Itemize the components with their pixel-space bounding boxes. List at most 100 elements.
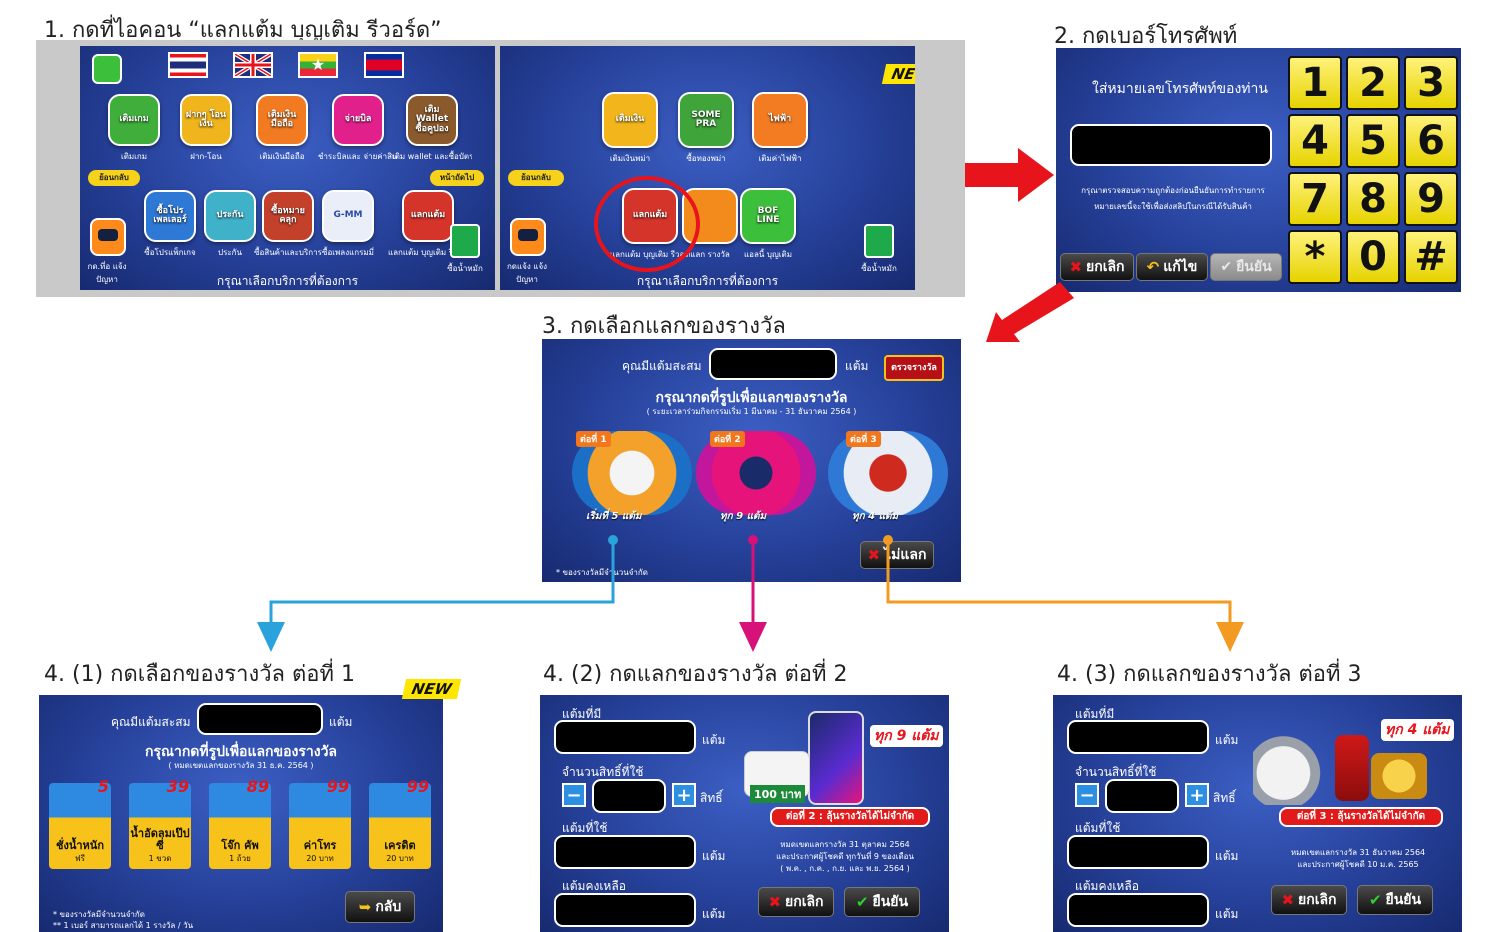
confirm-button[interactable]: ✔ยืนยัน: [1210, 253, 1282, 281]
phone-number-display[interactable]: [1070, 124, 1272, 166]
menu-tile[interactable]: ซื้อหมาย คลุก: [262, 190, 314, 242]
menu-tile[interactable]: เติมเงิน: [602, 92, 658, 148]
confirm-button[interactable]: ✔ยืนยัน: [844, 887, 920, 917]
menu-tile[interactable]: ประกัน: [204, 190, 256, 242]
menu-tile[interactable]: ซื้อโปร เพลเลอร์: [144, 190, 196, 242]
redeem-set-2-screen: แต้มที่มี แต้ม จำนวนสิทธิ์ที่ใช้ − + สิท…: [540, 695, 949, 932]
minus-button[interactable]: −: [562, 783, 586, 807]
x-icon: ✖: [1281, 891, 1295, 909]
bag-caption: ซื้อน้ำหมัก: [861, 264, 897, 273]
use-points-field: [554, 835, 696, 869]
reward-name: ชั่งน้ำหนัก: [56, 838, 104, 852]
keypad-key-7[interactable]: 7: [1288, 172, 1342, 226]
cancel-button[interactable]: ✖ยกเลิก: [1271, 885, 1347, 915]
menu-tile-caption: ซื้อทองพม่า: [686, 154, 726, 163]
points-label: คุณมีแต้มสะสม: [111, 715, 191, 729]
reward-points: 89: [246, 777, 269, 796]
check-icon: ✔: [855, 893, 869, 911]
menu-tile[interactable]: BOF LINE: [740, 188, 796, 244]
menu-tile-caption: ซื้อสินค้าและบริการ: [254, 248, 322, 257]
menu-tile[interactable]: เติมเกม: [108, 94, 160, 146]
keypad-key-3[interactable]: 3: [1404, 56, 1458, 110]
cancel-button[interactable]: ✖ยกเลิก: [758, 887, 834, 917]
menu-tile[interactable]: เติมเงิน มือถือ: [256, 94, 308, 146]
prize-caption-1: เริ่มที่ 5 แต้ม: [586, 511, 642, 522]
menu-tile[interactable]: SOME PRA: [678, 92, 734, 148]
uk-flag-icon[interactable]: [233, 52, 273, 78]
menu-tile[interactable]: เติม Wallet ซื้อคูปอง: [406, 94, 458, 146]
decline-button[interactable]: ✖ไม่แลก: [860, 541, 934, 569]
next-page-pill[interactable]: หน้าถัดไป: [430, 170, 484, 186]
reward-card[interactable]: 5 ชั่งน้ำหนักฟรี: [49, 777, 111, 869]
shopping-bag-icon[interactable]: [864, 224, 894, 258]
back-pill[interactable]: ย้อนกลับ: [508, 170, 564, 186]
note-2: ** 1 เบอร์ สามารถแลกได้ 1 รางวัล / วัน: [53, 921, 194, 930]
rights-field[interactable]: [592, 779, 666, 813]
minus-button[interactable]: −: [1075, 783, 1099, 807]
shopping-bag-icon[interactable]: [450, 224, 480, 258]
back-button[interactable]: ➥กลับ: [345, 891, 415, 923]
menu-tile[interactable]: จ่ายบิล: [332, 94, 384, 146]
menu-tile[interactable]: G-MM: [322, 190, 374, 242]
step-4c-title: 4. (3) กดแลกของรางวัล ต่อที่ 3: [1057, 662, 1362, 687]
bag-caption: ซื้อน้ำหมัก: [447, 264, 483, 273]
step-4a-title: 4. (1) กดเลือกของรางวัล ต่อที่ 1: [44, 662, 356, 687]
notice-line-1: กรุณาตรวจสอบความถูกต้องก่อนยืนยันการทำรา…: [1081, 186, 1265, 195]
menu-tile-caption: ฝาก-โอน: [190, 152, 222, 161]
keypad-key-2[interactable]: 2: [1346, 56, 1400, 110]
myanmar-flag-icon[interactable]: ★: [298, 52, 338, 78]
x-icon: ✖: [768, 893, 782, 911]
thai-flag-icon[interactable]: [168, 52, 208, 78]
menu-tile-caption: เติมเกม: [120, 152, 148, 161]
unit-point: แต้ม: [702, 907, 726, 921]
reward-sub: ฟรี: [75, 854, 85, 863]
reward-name: ค่าโทร: [303, 838, 337, 852]
note-1: * ของรางวัลมีจำนวนจำกัด: [53, 910, 145, 919]
keypad-key-0[interactable]: 0: [1346, 230, 1400, 284]
remain-points-field: [1067, 893, 1209, 927]
menu-tile[interactable]: ฝากๆ โอนเงิน: [180, 94, 232, 146]
rights-field[interactable]: [1105, 779, 1179, 813]
keypad-key-5[interactable]: 5: [1346, 114, 1400, 168]
line-icon[interactable]: [92, 54, 122, 84]
keypad-key-star[interactable]: *: [1288, 230, 1342, 284]
unit-right: สิทธิ์: [700, 791, 723, 805]
reward-points: 5: [97, 777, 109, 796]
confirm-button[interactable]: ✔ยืนยัน: [1357, 885, 1433, 915]
plus-button[interactable]: +: [672, 783, 696, 807]
points-label: คุณมีแต้มสะสม: [622, 359, 702, 373]
menu-tile-caption: ซื้อเพลงแกรมมี่: [322, 248, 374, 257]
menu-tile[interactable]: แลกแต้ม: [402, 190, 454, 242]
plus-button[interactable]: +: [1185, 783, 1209, 807]
keypad-key-8[interactable]: 8: [1346, 172, 1400, 226]
remain-label: แต้มคงเหลือ: [562, 879, 626, 893]
cooker-prize-image: [1335, 735, 1369, 801]
cambodia-flag-icon[interactable]: [364, 52, 404, 78]
robot-support-icon[interactable]: [90, 218, 126, 256]
cancel-button[interactable]: ✖ยกเลิก: [1060, 253, 1134, 281]
check-reward-button[interactable]: ตรวจรางวัล: [884, 355, 944, 381]
keypad-key-1[interactable]: 1: [1288, 56, 1342, 110]
robot-support-icon[interactable]: [510, 218, 546, 256]
menu-tile[interactable]: ไฟฟ้า: [752, 92, 808, 148]
reward-sub: 20 บาท: [306, 854, 334, 863]
edit-button[interactable]: ↶แก้ไข: [1136, 253, 1208, 281]
keypad-key-hash[interactable]: #: [1404, 230, 1458, 284]
period: ( หมดเขตแลกของรางวัล 31 ธ.ค. 2564 ): [168, 761, 314, 770]
keypad-key-6[interactable]: 6: [1404, 114, 1458, 168]
have-points-field: [1067, 720, 1209, 754]
screen-footer: กรุณาเลือกบริการที่ต้องการ: [636, 274, 779, 288]
unit-point: แต้ม: [1215, 907, 1239, 921]
step-3-title: 3. กดเลือกแลกของรางวัล: [542, 314, 786, 339]
keypad-key-9[interactable]: 9: [1404, 172, 1458, 226]
scooter-prize-image: [1253, 725, 1329, 805]
back-pill[interactable]: ย้อนกลับ: [88, 170, 140, 186]
unit-right: สิทธิ์: [1213, 791, 1236, 805]
unit-point: แต้ม: [1215, 733, 1239, 747]
keypad-key-4[interactable]: 4: [1288, 114, 1342, 168]
screen-footer: กรุณาเลือกบริการที่ต้องการ: [216, 274, 359, 288]
